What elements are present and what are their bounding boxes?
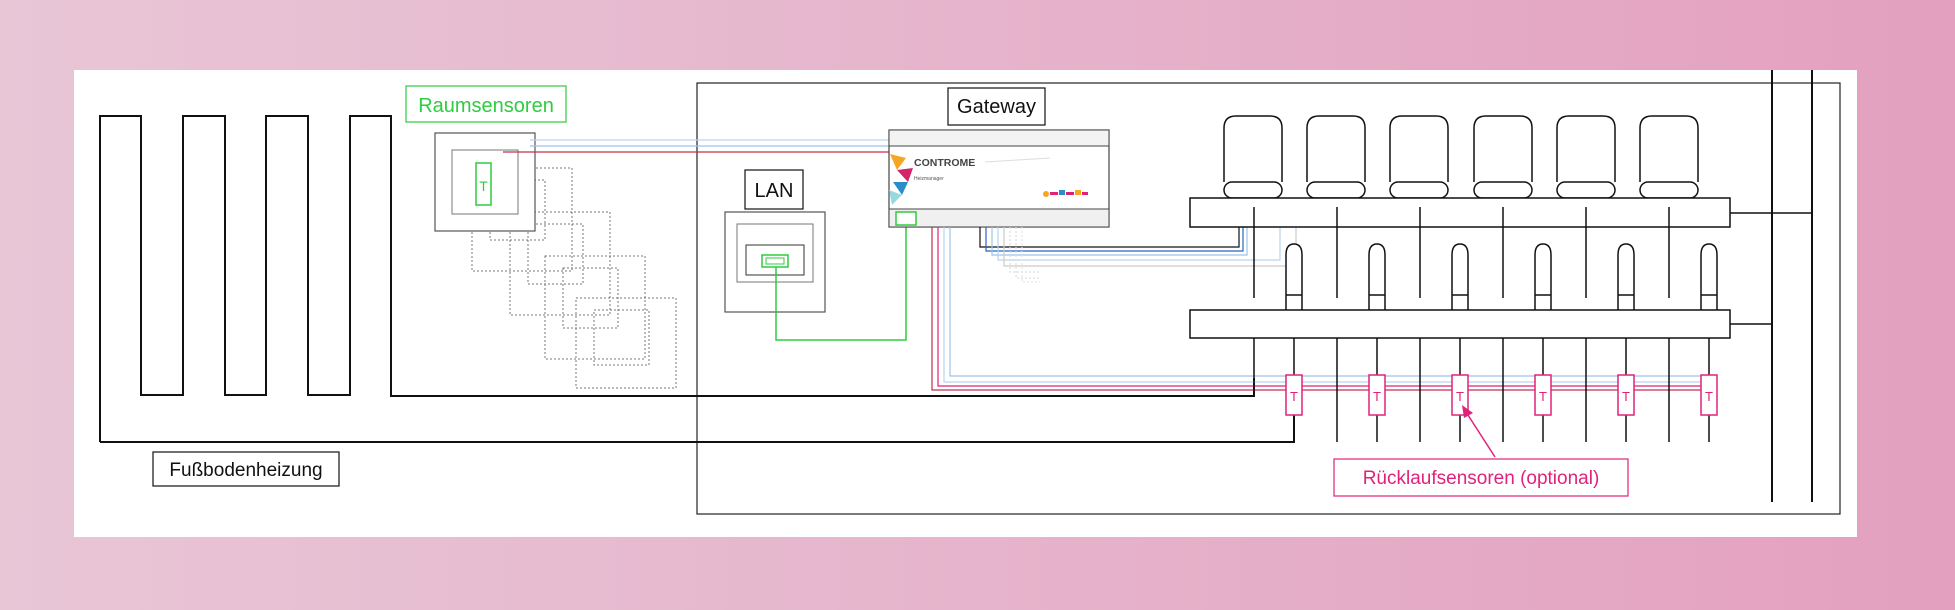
label-lan: LAN — [744, 169, 804, 210]
gateway-subtitle: Heizmanager — [914, 176, 944, 182]
return-sensor: T — [1534, 374, 1552, 416]
label-fussboden: Fußbodenheizung — [152, 451, 340, 487]
label-fussboden-text: Fußbodenheizung — [169, 460, 322, 481]
return-sensor: T — [1617, 374, 1635, 416]
controme-logo-icon — [890, 154, 906, 170]
return-manifold — [1189, 309, 1731, 339]
room-sensor-t-label: T — [479, 178, 488, 194]
label-lan-text: LAN — [755, 180, 794, 202]
return-sensor: T — [1368, 374, 1386, 416]
control-zone-outline — [696, 82, 1841, 515]
return-sensor-t-label: T — [1373, 389, 1381, 404]
return-sensor-t-label: T — [1539, 389, 1547, 404]
label-ruecklauf: Rücklaufsensoren (optional) — [1333, 458, 1629, 497]
actuator-heads — [1223, 115, 1699, 199]
return-sensor-t-label: T — [1290, 389, 1298, 404]
label-gateway-text: Gateway — [957, 96, 1036, 118]
return-sensor-t-label: T — [1705, 389, 1713, 404]
room-sensor: T — [434, 132, 536, 232]
return-sensor-t-label: T — [1456, 389, 1464, 404]
gateway-device: CONTROME Heizmanager — [888, 129, 1110, 228]
sensor-cables — [503, 139, 890, 153]
lan-device — [724, 211, 826, 313]
callout-arrow — [1462, 405, 1496, 458]
return-sensors: T T T T T T — [1285, 374, 1718, 416]
label-raumsensoren-text: Raumsensoren — [418, 95, 554, 117]
lan-cable — [775, 216, 907, 341]
return-sensor: T — [1285, 374, 1303, 416]
return-sensor-t-label: T — [1622, 389, 1630, 404]
return-sensor: T — [1700, 374, 1718, 416]
label-ruecklauf-text: Rücklaufsensoren (optional) — [1363, 468, 1600, 489]
supply-manifold — [1189, 197, 1731, 228]
return-sensor: T — [1451, 374, 1469, 416]
label-raumsensoren: Raumsensoren — [405, 85, 567, 123]
arrow-head-icon — [1462, 405, 1473, 418]
flow-valves — [1285, 243, 1718, 310]
gateway-brand: CONTROME — [914, 157, 975, 169]
gateway-lan-port — [895, 211, 917, 226]
label-gateway: Gateway — [947, 87, 1046, 126]
gateway-badge-icon — [1043, 190, 1088, 197]
